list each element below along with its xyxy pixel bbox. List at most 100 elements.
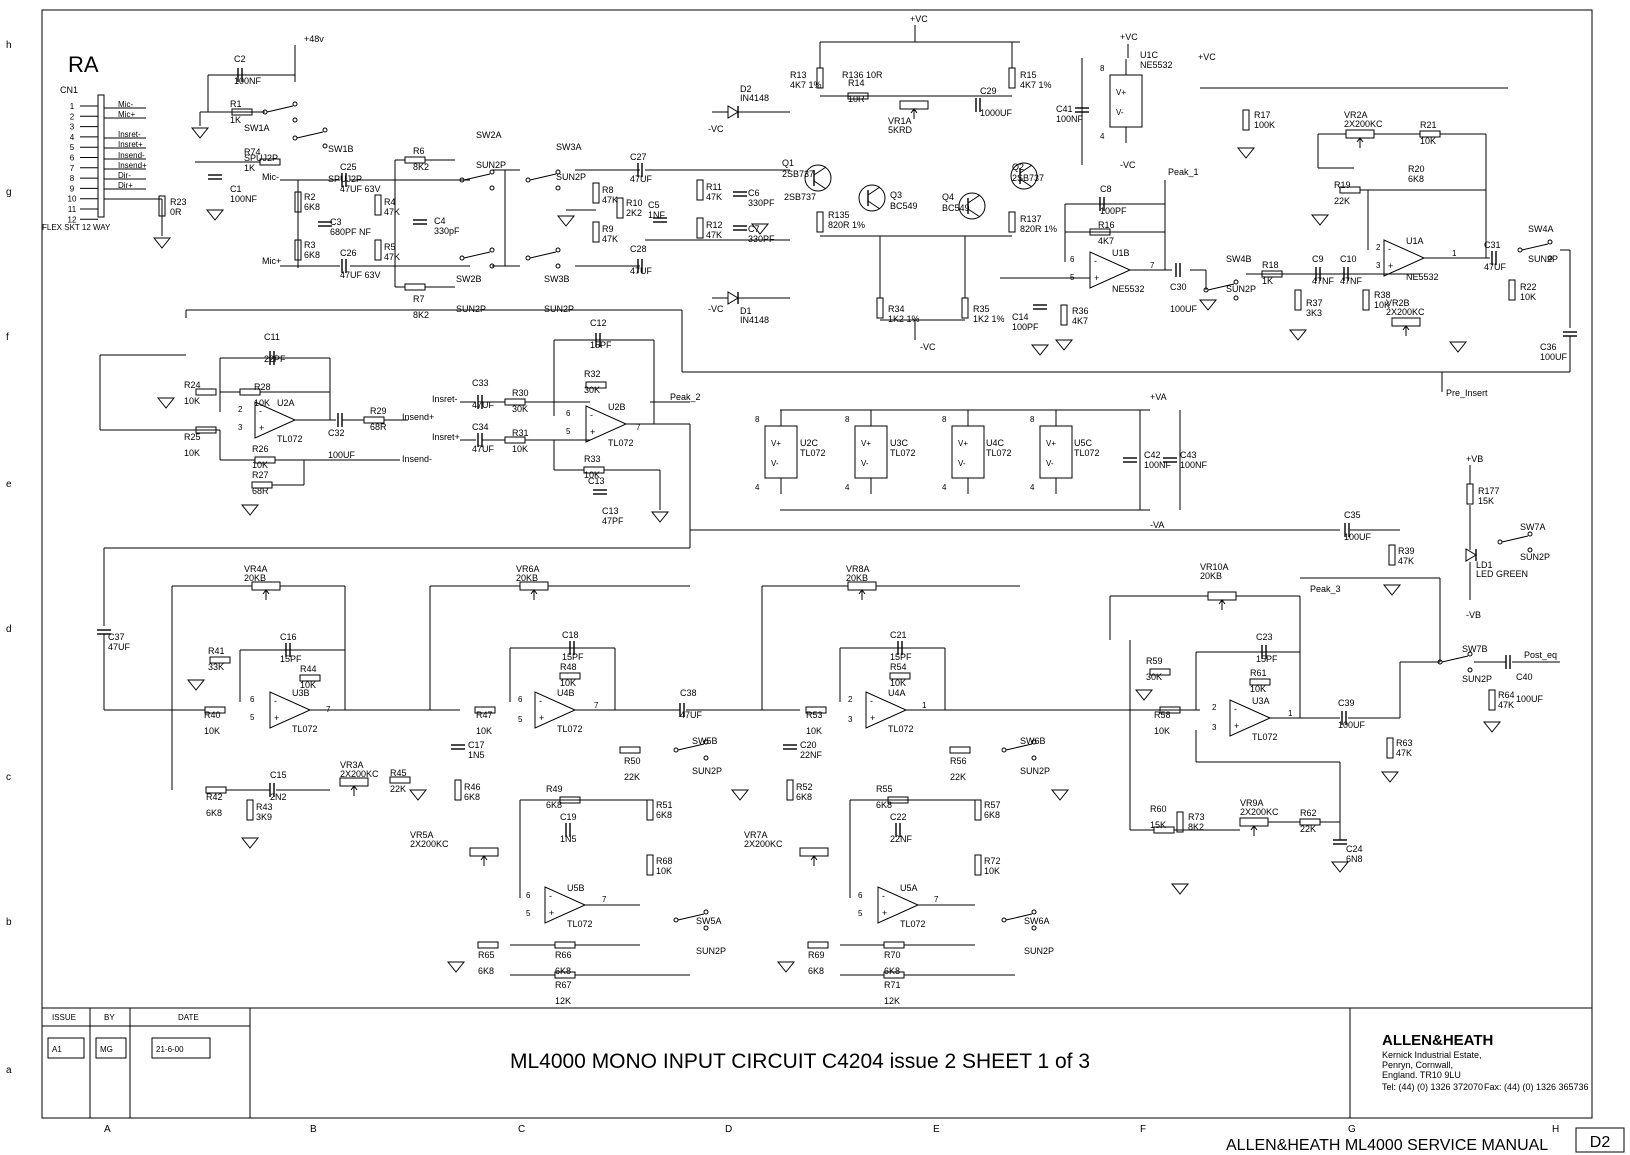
ref-designator-r11: R11 (706, 182, 722, 192)
grid-col-index: G (1348, 1124, 1356, 1135)
board-label: RA (68, 52, 99, 77)
resistor (807, 941, 829, 949)
switch-lever (677, 743, 705, 751)
ref-designator-r28: R28 (254, 382, 271, 392)
ref-designator-r72: R72 (984, 856, 1001, 866)
part-value-r23: 0R (170, 207, 182, 217)
resistor (1488, 689, 1496, 711)
part-value-u5a: TL072 (900, 919, 926, 929)
part-value-c38: 47UF (680, 710, 703, 720)
grid-row-index: d (6, 624, 12, 635)
net-labels: +48vMic-Mic+-VC-VC+VC-VC+VC-VCPeak_1+VCP… (262, 14, 1557, 660)
ref-designator-r137: R137 (1020, 214, 1042, 224)
resistor (231, 108, 253, 116)
switch-contact (1517, 247, 1523, 253)
company-logo: ALLEN&HEATH (1382, 1032, 1493, 1049)
ref-designator-vr2b: VR2B (1386, 298, 1410, 308)
ground-symbol (1482, 721, 1502, 733)
pin-number: 5 (1070, 273, 1075, 282)
net-label-vc-pos: +VC (1198, 52, 1216, 62)
op-amp (534, 691, 577, 729)
part-value-c25: 47UF 63V (340, 184, 381, 194)
page-code-box (1575, 1127, 1625, 1153)
part-value-c19: 1N5 (560, 834, 577, 844)
op-amp (1089, 251, 1132, 289)
ref-designator-r9: R9 (602, 224, 614, 234)
part-value-r37: 3K3 (1306, 308, 1322, 318)
ref-designator-r68: R68 (656, 856, 673, 866)
ref-designator-u1a: U1A (1406, 236, 1424, 246)
ref-designator-u5a: U5A (900, 883, 918, 893)
ref-designator-r7: R7 (413, 294, 425, 304)
grid-col-index: D (725, 1124, 732, 1135)
part-value-r11: 47K (706, 192, 722, 202)
part-value-c11: 22PF (264, 354, 286, 364)
part-value-vr10a: 20KB (1200, 571, 1222, 581)
connector-signal: Dir+ (118, 181, 133, 190)
ref-designator-vr7a: VR7A (744, 830, 768, 840)
wiper-arrow (350, 785, 358, 796)
resistor (883, 971, 905, 979)
ref-designator-sw6b: SW6B (1020, 736, 1046, 746)
ref-designator-c31: C31 (1484, 240, 1501, 250)
date-value: 21-6-00 (156, 1045, 184, 1054)
ref-designator-r5: R5 (384, 242, 396, 252)
part-value-r61: 10K (1250, 684, 1266, 694)
resistor (246, 799, 254, 821)
resistor (474, 706, 496, 714)
switch-contact (1031, 925, 1037, 931)
ref-designator-c6: C6 (748, 188, 760, 198)
ref-designator-r6: R6 (413, 146, 425, 156)
switch-lever (529, 173, 557, 181)
switch-contact (459, 255, 465, 261)
grid-col-index: E (933, 1124, 940, 1135)
switch-lever (677, 913, 705, 921)
op-amp (254, 401, 297, 439)
switch-contact (292, 101, 298, 107)
connector-signal: Insend- (118, 151, 145, 160)
part-value-r41: 33K (208, 662, 224, 672)
ref-designator-r42: R42 (206, 792, 223, 802)
non-inverting-input-sign: + (590, 427, 595, 437)
resistor (883, 941, 905, 949)
part-value-r32: 30K (584, 385, 600, 395)
ref-designator-r1: R1 (230, 99, 242, 109)
part-value-r6: 8K2 (413, 162, 429, 172)
connector-signal: Insend+ (118, 161, 147, 170)
part-value-c22: 22NF (890, 834, 913, 844)
pin-number: 7 (1150, 261, 1155, 270)
ref-designator-r30: R30 (512, 388, 529, 398)
part-value-c40: 100UF (1516, 694, 1544, 704)
switch-contact (1527, 531, 1533, 537)
ref-designator-r4: R4 (384, 197, 396, 207)
part-value-r45: 22K (390, 784, 406, 794)
op-amp-power-unit (1109, 74, 1143, 128)
v-plus-label: V+ (1116, 88, 1126, 97)
ref-designator-sw2a: SW2A (476, 130, 502, 140)
ref-designator-u2a: U2A (277, 398, 295, 408)
part-value-sw4b: SUN2P (1226, 284, 1256, 294)
potentiometer (1391, 317, 1421, 327)
ref-designator-r47: R47 (476, 710, 493, 720)
net-label-insret-minus: Insret- (432, 394, 458, 404)
connector-pin: 6 (70, 154, 75, 163)
ref-designator-c35: C35 (1344, 510, 1361, 520)
ref-designator-sw5b: SW5B (692, 736, 718, 746)
switch-contact (322, 143, 328, 149)
part-value-r21: 10K (1420, 136, 1436, 146)
grid-row-index: h (6, 40, 12, 51)
part-value-r49: 6K8 (546, 800, 562, 810)
resistor (1008, 211, 1016, 233)
part-value-r42: 6K8 (206, 808, 222, 818)
v-plus-label: V+ (861, 439, 871, 448)
pin-number: 8 (1030, 415, 1035, 424)
switch-contact (555, 185, 561, 191)
wiper-arrow (530, 589, 538, 600)
ref-designator-r53: R53 (806, 710, 823, 720)
part-value-u3b: TL072 (292, 724, 318, 734)
resistor (477, 941, 499, 949)
part-value-r27: 68R (252, 486, 269, 496)
ref-designator-r71: R71 (884, 980, 901, 990)
net-label-insend-minus: Insend- (402, 454, 432, 464)
ref-designator-r3: R3 (304, 240, 316, 250)
